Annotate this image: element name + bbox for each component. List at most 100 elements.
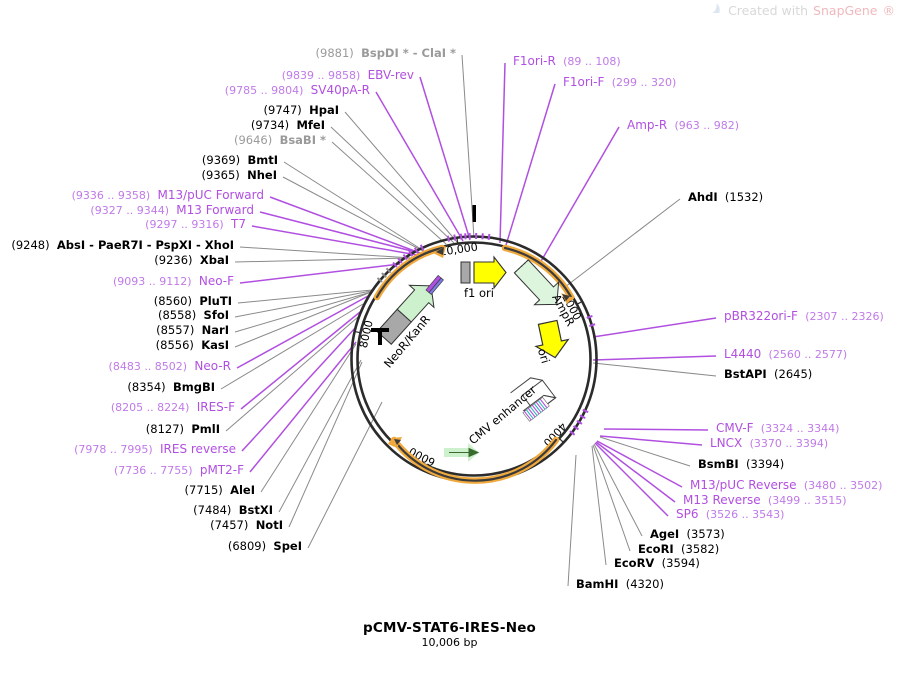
leader-line [593, 443, 643, 537]
map-label-ebv-rev[interactable]: (9839 .. 9858) EBV-rev [282, 68, 414, 83]
map-label-m13-puc-reverse[interactable]: M13/pUC Reverse (3480 .. 3502) [690, 478, 882, 493]
leader-line [564, 198, 681, 288]
map-label-absi-paer7i-pspxi-xhoi[interactable]: (9248) AbsI - PaeR7I - PspXI - XhoI [11, 239, 234, 252]
map-label-bmti[interactable]: (9369) BmtI [202, 154, 278, 167]
leader-line [331, 141, 447, 245]
label-name: NotI [255, 518, 283, 532]
label-name: AgeI [650, 527, 680, 541]
map-label-nhei[interactable]: (9365) NheI [202, 169, 277, 182]
label-position: (89 .. 108) [563, 55, 621, 68]
leader-line [592, 444, 631, 552]
label-position: (3394) [745, 457, 785, 471]
label-name: XbaI [199, 253, 229, 267]
label-position: (9747) [263, 103, 302, 117]
map-label-t7[interactable]: (9297 .. 9316) T7 [145, 217, 246, 232]
map-label-bspdi-clai[interactable]: (9881) BspDI * - ClaI * [316, 47, 456, 60]
map-label-f1ori-r[interactable]: F1ori-R (89 .. 108) [513, 54, 621, 69]
site-mark [453, 234, 457, 241]
ruler-tick-mark [576, 301, 583, 306]
site-mark [569, 430, 576, 436]
map-label-bstxi[interactable]: (7484) BstXI [193, 504, 273, 517]
label-position: (9093 .. 9112) [112, 275, 192, 288]
label-position: (6809) [227, 539, 267, 553]
label-name: pBR322ori-F [724, 309, 798, 323]
label-name: EBV-rev [367, 68, 414, 82]
leader-line [220, 303, 364, 390]
leader-line [234, 291, 372, 348]
leader-line [595, 441, 676, 503]
leader-line [539, 126, 620, 264]
map-label-m13-reverse[interactable]: M13 Reverse (3499 .. 3515) [683, 493, 847, 508]
label-name: LNCX [710, 436, 743, 450]
map-label-ecori[interactable]: EcoRI (3582) [638, 543, 719, 556]
label-position: (3324 .. 3344) [760, 422, 840, 435]
leader-lines-right [499, 62, 717, 587]
site-mark [582, 408, 589, 414]
map-label-agei[interactable]: AgeI (3573) [650, 528, 725, 541]
map-label-pluti[interactable]: (8560) PluTI [154, 295, 232, 308]
label-position: (9646) [234, 133, 273, 147]
map-label-bamhi[interactable]: BamHI (4320) [576, 578, 664, 591]
label-name: AbsI - PaeR7I - PspXI - XhoI [56, 238, 234, 252]
map-label-sp6[interactable]: SP6 (3526 .. 3543) [676, 508, 784, 522]
map-label-amp-r[interactable]: Amp-R (963 .. 982) [627, 118, 739, 133]
map-label-alei[interactable]: (7715) AleI [185, 484, 255, 497]
label-name: F1ori-F [563, 75, 605, 89]
map-label-ires-reverse[interactable]: (7978 .. 7995) IRES reverse [74, 443, 236, 457]
label-name: Neo-F [198, 274, 234, 288]
label-name: Amp-R [627, 118, 668, 132]
map-label-l4440[interactable]: L4440 (2560 .. 2577) [724, 348, 847, 362]
map-label-lncx[interactable]: LNCX (3370 .. 3394) [710, 436, 828, 451]
map-label-xbai[interactable]: (9236) XbaI [154, 254, 229, 267]
map-label-hpai[interactable]: (9747) HpaI [264, 104, 339, 117]
label-name: M13 Forward [176, 203, 254, 217]
map-label-spei[interactable]: (6809) SpeI [228, 540, 302, 553]
site-mark [579, 414, 586, 420]
map-label-neo-r[interactable]: (8483 .. 8502) Neo-R [109, 360, 231, 374]
map-label-bsmbi[interactable]: BsmBI (3394) [698, 458, 784, 471]
label-name: T7 [231, 217, 246, 231]
map-label-bmgbi[interactable]: (8354) BmgBI [127, 381, 215, 394]
site-mark [446, 235, 451, 242]
label-name: M13 Reverse [683, 493, 761, 507]
feature-label-ori: ori [535, 347, 553, 365]
map-label-nari[interactable]: (8557) NarI [156, 324, 229, 337]
map-label-ahdi[interactable]: AhdI (1532) [688, 191, 763, 204]
map-label-m13-forward[interactable]: (9327 .. 9344) M13 Forward [90, 203, 254, 218]
leader-line [603, 428, 709, 431]
map-label-sfoi[interactable]: (8558) SfoI [158, 309, 229, 322]
map-label-neo-f[interactable]: (9093 .. 9112) Neo-F [112, 274, 234, 289]
ruler-tick-label: 8000 [357, 319, 376, 349]
map-label-sv40pa-r[interactable]: (9785 .. 9804) SV40pA-R [225, 84, 370, 98]
label-position: (7978 .. 7995) [74, 443, 153, 456]
map-label-kasi[interactable]: (8556) KasI [156, 339, 229, 352]
map-label-bsabi[interactable]: (9646) BsaBI * [234, 134, 326, 147]
label-name: F1ori-R [513, 54, 556, 68]
map-label-pmt2-f[interactable]: (7736 .. 7755) pMT2-F [114, 464, 244, 478]
map-label-m13-puc-forward[interactable]: (9336 .. 9358) M13/pUC Forward [72, 189, 264, 203]
map-label-noti[interactable]: (7457) NotI [210, 519, 283, 532]
site-mark [402, 253, 408, 261]
map-label-ires-f[interactable]: (8205 .. 8224) IRES-F [111, 401, 235, 415]
map-label-bstapi[interactable]: BstAPI (2645) [724, 368, 812, 381]
label-position: (4320) [625, 577, 664, 591]
leader-line [239, 246, 413, 259]
plasmid-size: 10,006 bp [421, 636, 478, 649]
label-name: BmtI [247, 153, 278, 167]
map-label-pmli[interactable]: (8127) PmlI [146, 423, 220, 436]
map-label-f1ori-f[interactable]: F1ori-F (299 .. 320) [563, 75, 676, 90]
leader-line [241, 326, 357, 452]
label-name: EcoRI [638, 542, 674, 556]
map-label-pbr322ori-f[interactable]: pBR322ori-F (2307 .. 2326) [724, 309, 884, 324]
leader-lines-left [220, 54, 475, 549]
label-name: M13/pUC Reverse [690, 478, 797, 492]
map-label-ecorv[interactable]: EcoRV (3594) [614, 557, 700, 570]
label-name: BsmBI [698, 457, 739, 471]
label-position: (9365) [201, 168, 240, 182]
leader-line [499, 62, 506, 244]
leader-line [260, 343, 357, 493]
terminator-icon [371, 328, 389, 345]
map-label-mfei[interactable]: (9734) MfeI [251, 119, 325, 132]
map-label-cmv-f[interactable]: CMV-F (3324 .. 3344) [716, 422, 840, 436]
